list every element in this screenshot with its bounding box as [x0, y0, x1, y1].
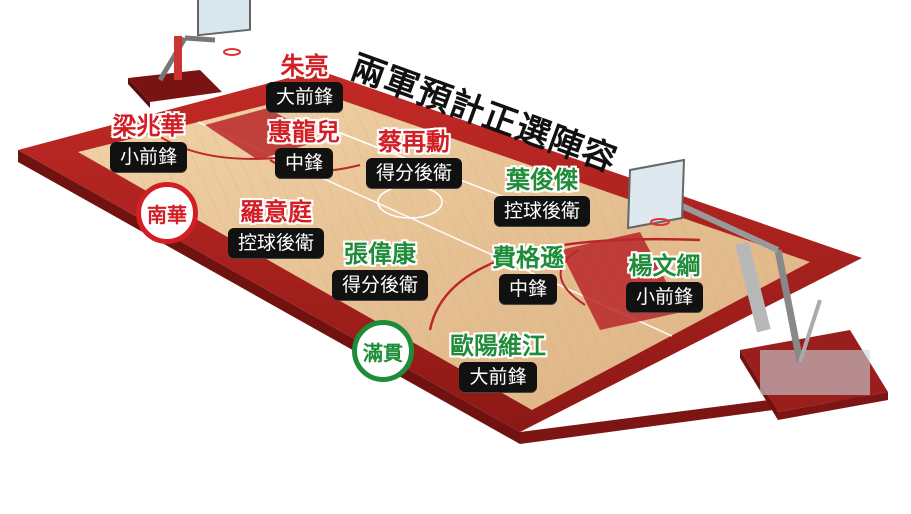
player-position: 得分後衛 [332, 270, 429, 300]
player-card: 惠龍兒 中鋒 [268, 118, 340, 178]
player-card: 葉俊傑 控球後衛 [494, 166, 591, 226]
player-position: 小前鋒 [110, 142, 188, 172]
paint-left [205, 108, 322, 160]
player-name: 費格遜 [492, 244, 564, 272]
player-name: 楊文綱 [628, 252, 701, 280]
player-name: 葉俊傑 [506, 166, 578, 194]
player-card: 費格遜 中鋒 [492, 244, 564, 304]
player-name: 惠龍兒 [268, 118, 340, 146]
player-position: 中鋒 [274, 148, 333, 178]
team-badge-nanhua: 南華 [136, 182, 198, 244]
player-position: 控球後衛 [228, 228, 325, 258]
player-card: 張偉康 得分後衛 [332, 240, 429, 300]
player-name: 張偉康 [344, 240, 416, 268]
player-card: 梁兆華 小前鋒 [110, 112, 188, 172]
player-card: 楊文綱 小前鋒 [626, 252, 704, 312]
hoop-left [128, 0, 251, 108]
team-badge-mangun: 滿貫 [352, 320, 414, 382]
player-position: 中鋒 [498, 274, 557, 304]
player-card: 歐陽維江 大前鋒 [450, 332, 546, 392]
player-name: 羅意庭 [240, 198, 312, 226]
player-position: 控球後衛 [494, 196, 591, 226]
hoop-right [626, 158, 888, 420]
player-position: 小前鋒 [626, 282, 704, 312]
player-name: 蔡再勳 [378, 128, 450, 156]
player-name: 歐陽維江 [450, 332, 546, 360]
player-card: 蔡再勳 得分後衛 [366, 128, 463, 188]
player-name: 朱亮 [280, 52, 329, 80]
player-position: 大前鋒 [459, 362, 537, 392]
player-position: 大前鋒 [266, 82, 344, 112]
player-name: 梁兆華 [112, 112, 185, 140]
player-position: 得分後衛 [366, 158, 463, 188]
player-card: 朱亮 大前鋒 [266, 52, 344, 112]
player-card: 羅意庭 控球後衛 [228, 198, 325, 258]
